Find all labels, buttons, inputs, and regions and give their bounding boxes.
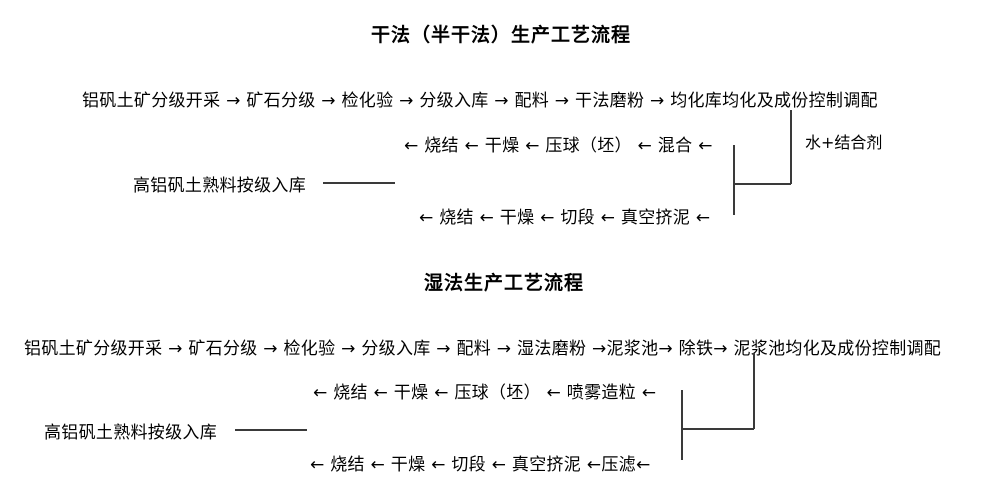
dry-process-title: 干法（半干法）生产工艺流程 [371,24,632,46]
dry-process-output-label: 高铝矾土熟料按级入库 [133,176,306,196]
dry-output-connector-line [323,182,395,184]
wet-right-vertical-connector [753,353,755,429]
dry-process-step-row-4: ← 烧结 ← 干燥 ← 切段 ← 真空挤泥 ← [419,208,711,228]
dry-process-additive-note: 水+结合剂 [805,133,883,152]
wet-process-step-row-4: ← 烧结 ← 干燥 ← 切段 ← 真空挤泥 ←压滤← [310,455,651,475]
wet-process-step-row-2: ← 烧结 ← 干燥 ← 压球（坯） ← 喷雾造粒 ← [313,383,657,403]
dry-process-step-row-2: ← 烧结 ← 干燥 ← 压球（坯） ← 混合 ← [404,136,713,156]
wet-left-vertical-connector [681,390,683,460]
wet-process-step-row-1: 铝矾土矿分级开采 → 矿石分级 → 检化验 → 分级入库 → 配料 → 湿法磨粉… [24,339,942,359]
wet-middle-horizontal-connector [681,428,754,430]
dry-left-vertical-connector [733,145,735,215]
dry-middle-horizontal-connector [733,183,791,185]
wet-process-title: 湿法生产工艺流程 [424,272,585,294]
dry-process-step-row-1: 铝矾土矿分级开采 → 矿石分级 → 检化验 → 分级入库 → 配料 → 干法磨粉… [82,91,878,111]
wet-output-connector-line [235,429,307,431]
wet-process-output-label: 高铝矾土熟料按级入库 [44,423,217,443]
dry-right-vertical-connector [790,110,792,184]
